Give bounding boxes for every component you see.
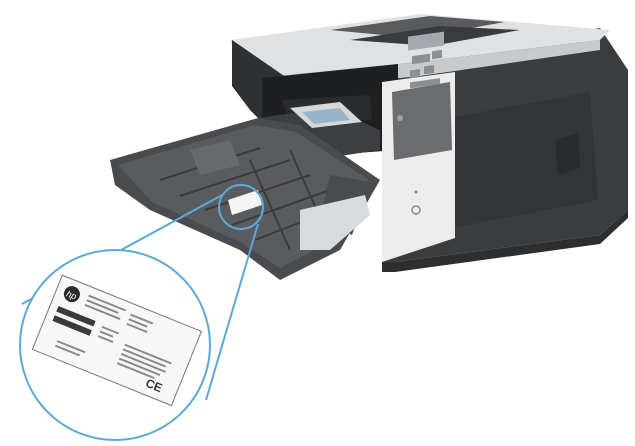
hp-logo (63, 286, 80, 303)
svg-text:hp: hp (65, 289, 78, 302)
side-handle (555, 133, 580, 175)
ce-mark: CE (144, 376, 165, 395)
lcd-display (408, 31, 444, 51)
side-vent-grille (448, 92, 598, 228)
printer-body (230, 14, 628, 272)
power-button[interactable] (411, 205, 421, 215)
control-panel (392, 31, 452, 160)
power-led (414, 190, 418, 194)
output-bin (330, 16, 505, 38)
serial-number-label (31, 274, 203, 407)
serial-label-location (218, 184, 264, 230)
magnified-callout: hp (19, 249, 211, 441)
